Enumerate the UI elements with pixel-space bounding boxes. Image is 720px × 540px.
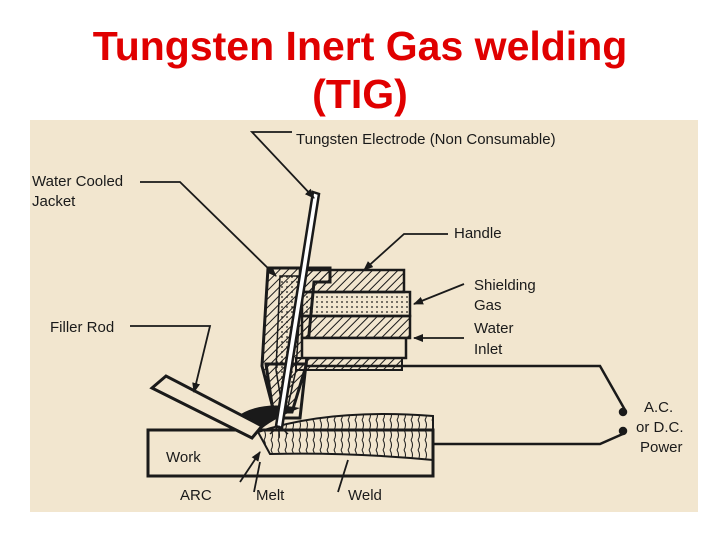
leader-handle — [363, 233, 448, 271]
water-inlet-channel — [300, 336, 408, 360]
arc-sparks — [269, 425, 289, 438]
label-shielding-gas-line2: Gas — [474, 297, 502, 314]
leader-shielding-gas — [413, 283, 465, 305]
handle-top — [298, 268, 406, 294]
label-water-cooled-jacket-line1: Water Cooled — [32, 173, 123, 190]
title-line-2: (TIG) — [312, 71, 408, 117]
label-tungsten-electrode: Tungsten Electrode (Non Consumable) — [296, 131, 556, 148]
handle-middle — [300, 314, 412, 340]
label-power-line2: or D.C. — [636, 419, 684, 436]
diagram-svg: Tungsten Electrode (Non Consumable) Wate… — [32, 131, 684, 504]
title-line-1: Tungsten Inert Gas welding — [92, 23, 628, 69]
filler-rod — [149, 374, 265, 440]
label-handle: Handle — [454, 225, 502, 242]
leader-arc — [239, 451, 261, 483]
leader-jacket — [140, 181, 277, 277]
slide-title: Tungsten Inert Gas welding (TIG) — [0, 22, 720, 118]
label-arc: ARC — [180, 487, 212, 504]
handle-bottom — [295, 357, 403, 371]
label-melt: Melt — [256, 487, 285, 504]
shielding-gas-channel — [300, 290, 412, 318]
power-circuit — [306, 364, 628, 446]
leader-tungsten — [249, 131, 315, 199]
leader-lines — [130, 131, 465, 493]
power-wire-bottom — [433, 431, 626, 446]
label-power-line1: A.C. — [644, 399, 673, 416]
terminal-top — [618, 407, 628, 417]
label-shielding-gas-line1: Shielding — [474, 277, 536, 294]
label-water-inlet-line2: Inlet — [474, 341, 503, 358]
weld-bead — [256, 413, 434, 462]
torch-handle — [295, 268, 412, 371]
label-water-inlet-line1: Water — [474, 320, 513, 337]
label-filler-rod: Filler Rod — [50, 319, 114, 336]
leader-filler-rod — [130, 325, 212, 393]
label-work: Work — [166, 449, 201, 466]
label-power-line3: Power — [640, 439, 683, 456]
tig-welding-diagram: Tungsten Electrode (Non Consumable) Wate… — [30, 120, 698, 512]
terminal-bottom — [618, 426, 628, 436]
leader-melt — [253, 461, 261, 493]
workpiece — [146, 405, 435, 478]
label-weld: Weld — [348, 487, 382, 504]
label-water-cooled-jacket-line2: Jacket — [32, 193, 76, 210]
leader-weld — [337, 459, 349, 493]
power-wire-top — [306, 364, 627, 411]
